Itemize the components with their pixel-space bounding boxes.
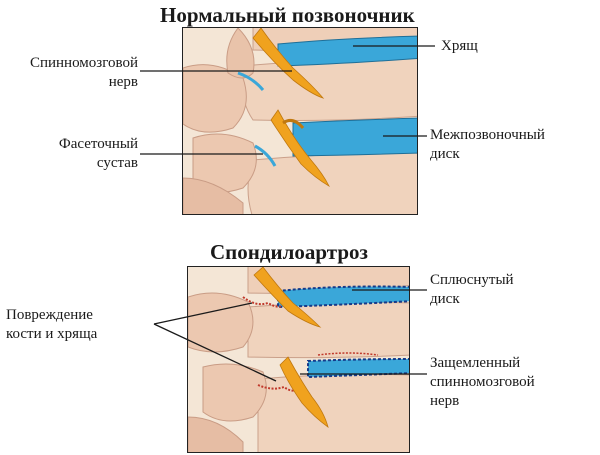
intervertebral-disc bbox=[277, 35, 417, 67]
flattened-disc bbox=[307, 358, 409, 379]
flattened-disc bbox=[277, 285, 409, 309]
label-pinched-nerve: Защемленный спинномозговой нерв bbox=[430, 355, 535, 409]
label-facet-joint: Фасеточный сустав bbox=[58, 136, 138, 171]
label-intervertebral-disc: Межпозвоночный диск bbox=[430, 127, 545, 162]
label-cartilage: Хрящ bbox=[441, 38, 478, 54]
normal-spine-illustration bbox=[182, 27, 418, 215]
label-bone-cartilage-damage: Повреждение кости и хряща bbox=[6, 307, 98, 342]
pinched-spinal-nerve bbox=[253, 267, 322, 328]
spinal-nerve bbox=[252, 28, 325, 99]
label-spinal-nerve: Спинномозговой нерв bbox=[29, 55, 138, 90]
vertebral-body bbox=[241, 55, 417, 121]
intervertebral-disc bbox=[292, 117, 417, 157]
normal-spine-title: Нормальный позвоночник bbox=[160, 3, 415, 27]
pinched-spinal-nerve bbox=[279, 356, 329, 428]
spinal-nerve bbox=[270, 109, 330, 188]
label-flattened-disc: Сплюснутый диск bbox=[430, 272, 514, 307]
spondyloarthrosis-title: Спондилоартроз bbox=[210, 240, 368, 264]
spondyloarthrosis-illustration bbox=[187, 266, 410, 453]
